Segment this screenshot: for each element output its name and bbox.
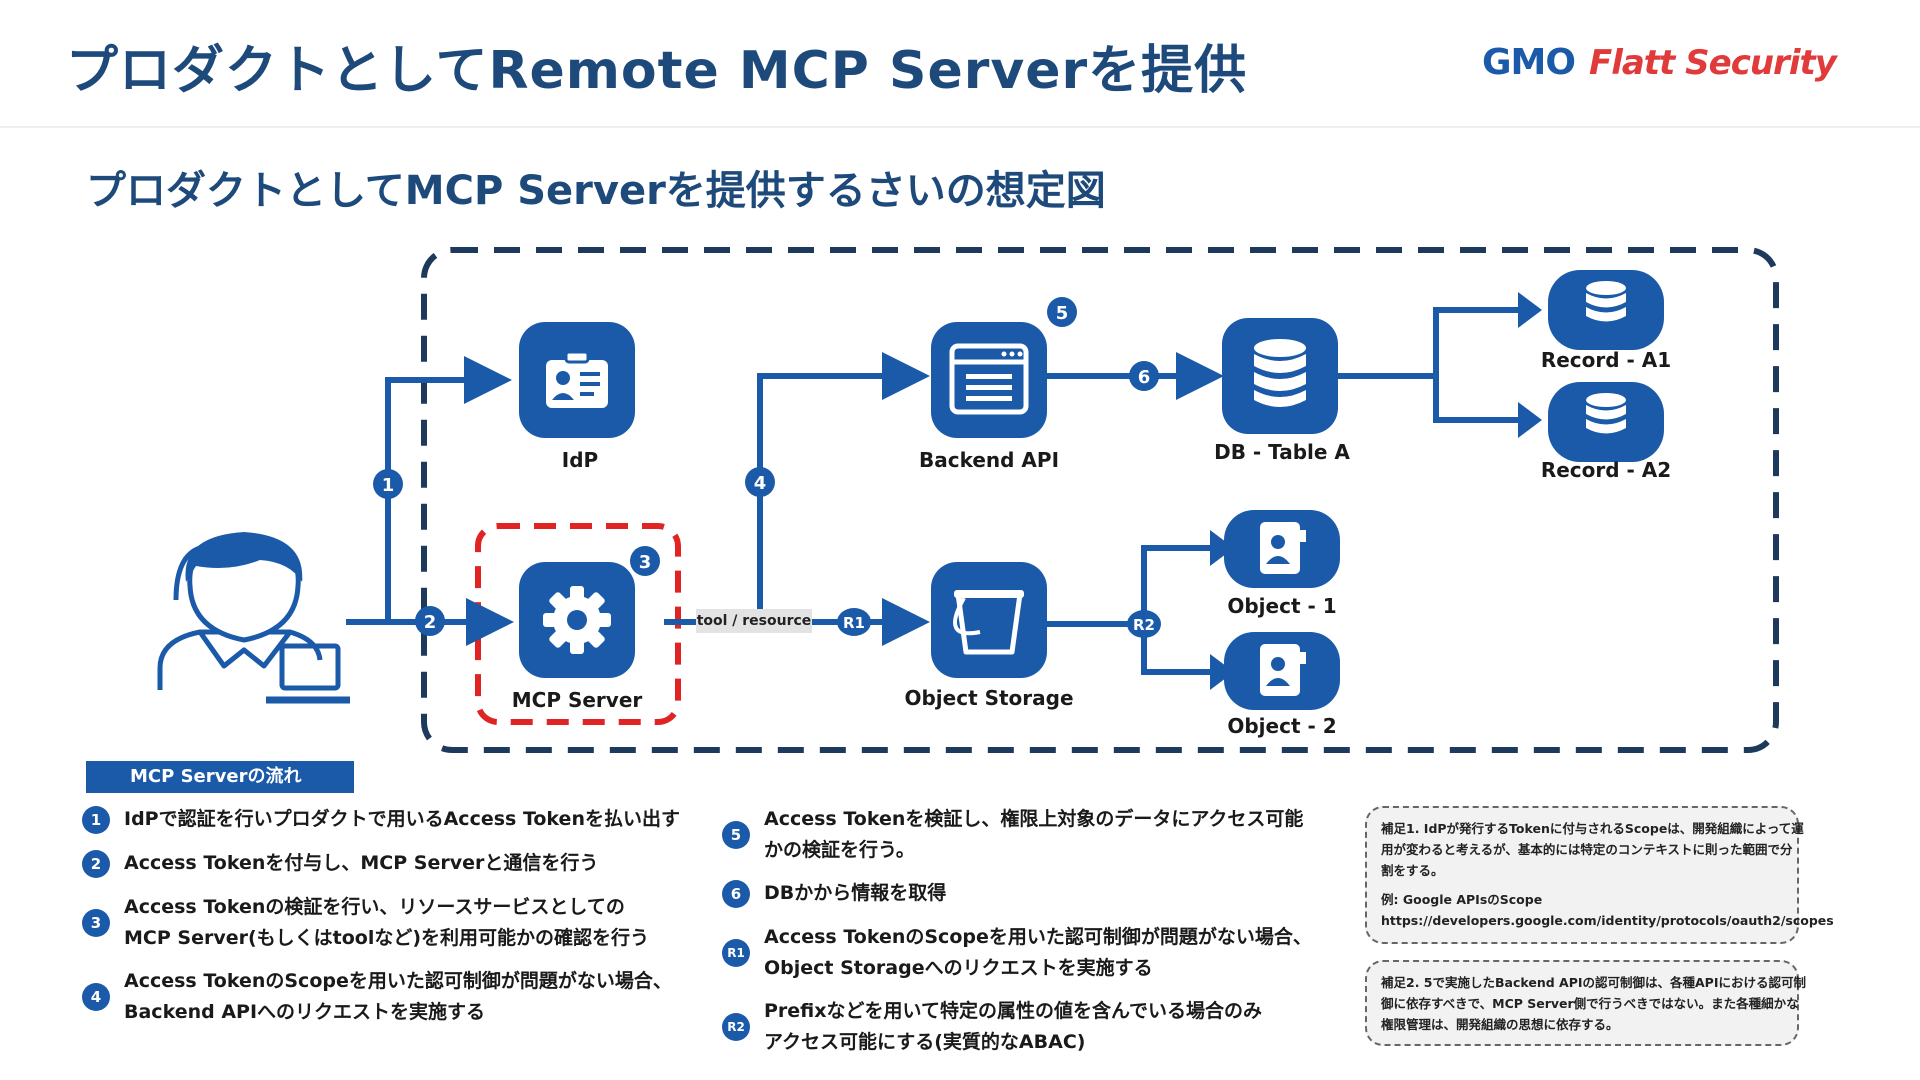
laptop-icon [266,643,350,704]
badge-2: 2 [424,612,437,633]
header-bar: プロダクトとしてRemote MCP Serverを提供 GMO Flatt Se… [0,0,1920,128]
object-1-icon [1224,510,1340,588]
company-logo: GMO Flatt Security [1482,42,1837,83]
step-text: Access Tokenの検証を行い、リソースサービスとしての [124,896,625,918]
flow-step-r2: R2 Prefixなどを用いて特定の属性の値を含んでいる場合のみ アクセス可能に… [722,996,1263,1058]
step-text: IdPで認証を行いプロダクトで用いるAccess Tokenを払い出す [124,808,680,830]
edge-db-to-records [1338,307,1518,423]
step-badge: 5 [722,821,750,849]
step-badge: 3 [82,909,110,937]
step-text: Backend APIへのリクエストを実施する [124,1001,486,1023]
step-text: アクセス可能にする(実質的なABAC) [764,1031,1086,1053]
badge-r2: R2 [1133,616,1155,634]
note-line: 用が変わると考えるが、基本的には特定のコンテキストに則った範囲で分 [1381,842,1793,857]
step-text: Access Tokenを検証し、権限上対象のデータにアクセス可能 [764,808,1304,830]
flow-step-r1: R1 Access TokenのScopeを用いた認可制御が問題がない場合、 O… [722,922,1312,984]
badge-4: 4 [754,473,767,494]
badge-3: 3 [639,552,652,573]
step-text: Access TokenのScopeを用いた認可制御が問題がない場合、 [764,926,1312,948]
step-text: Access Tokenを付与し、MCP Serverと通信を行う [124,852,599,874]
step-text: Prefixなどを用いて特定の属性の値を含んでいる場合のみ [764,1000,1263,1022]
step-text: Object Storageへのリクエストを実施する [764,957,1153,979]
flow-step-5: 5 Access Tokenを検証し、権限上対象のデータにアクセス可能 かの検証… [722,804,1304,866]
note-line: 権限管理は、開発組織の思想に依存する。 [1381,1017,1619,1032]
label-record-a1: Record - A1 [1540,348,1672,372]
label-mcp-server: MCP Server [511,688,643,712]
label-backend-api: Backend API [918,448,1060,472]
note-line: 補足1. IdPが発行するTokenに付与されるScopeは、開発組織によって運 [1381,821,1804,836]
tool-resource-label: tool / resource [696,609,812,633]
step-text: DBかから情報を取得 [764,882,947,904]
record-a2-icon [1548,382,1664,462]
note-line: 割をする。 [1381,863,1444,878]
note-line [1381,881,1783,889]
label-object-2: Object - 2 [1227,714,1337,738]
logo-gmo: GMO [1482,42,1576,83]
record-a1-icon [1548,270,1664,350]
flow-step-3: 3 Access Tokenの検証を行い、リソースサービスとしての MCP Se… [82,892,650,954]
flow-step-1: 1 IdPで認証を行いプロダクトで用いるAccess Tokenを払い出す [82,804,680,835]
flow-section-title: MCP Serverの流れ [86,761,354,793]
step-text: MCP Server(もしくはtoolなど)を利用可能かの確認を行う [124,927,650,949]
flow-step-4: 4 Access TokenのScopeを用いた認可制御が問題がない場合、 Ba… [82,966,672,1028]
note-1: 補足1. IdPが発行するTokenに付与されるScopeは、開発組織によって運… [1365,806,1834,944]
step-badge: R1 [722,939,750,967]
badge-r1: R1 [843,614,865,632]
section-subtitle: プロダクトとしてMCP Serverを提供するさいの想定図 [86,168,1106,214]
edge-badges: 1 2 3 4 5 6 R1 R2 [373,297,1161,638]
badge-5: 5 [1056,303,1069,324]
step-badge: 2 [82,849,110,878]
step-text: Access TokenのScopeを用いた認可制御が問題がない場合、 [124,970,672,992]
note-line: 御に依存すべきで、MCP Server側で行うべきではない。また各種細かな [1381,996,1799,1011]
note-2: 補足2. 5で実施したBackend APIの認可制御は、各種APIにおける認可… [1365,960,1806,1046]
label-record-a2: Record - A2 [1540,458,1672,482]
label-db-table-a: DB - Table A [1214,440,1350,464]
step-badge: 6 [722,879,750,908]
step-badge: R2 [722,1013,750,1041]
note-url: https://developers.google.com/identity/p… [1381,913,1834,928]
step-badge: 4 [82,983,110,1011]
flow-step-6: 6 DBかから情報を取得 [722,878,947,909]
badge-6: 6 [1138,367,1151,388]
database-icon [1222,318,1338,434]
page-title: プロダクトとしてRemote MCP Serverを提供 [66,41,1248,101]
edge-storage-to-objects [1046,545,1210,675]
note-line: 補足2. 5で実施したBackend APIの認可制御は、各種APIにおける認可… [1381,975,1806,990]
gear-icon [519,562,635,678]
object-2-icon [1224,632,1340,710]
badge-1: 1 [382,475,395,496]
bucket-icon [931,562,1047,678]
user-head-icon [185,532,303,643]
system-boundary [421,247,1779,753]
label-object-storage: Object Storage [904,686,1074,710]
edge-mcp-to-backend [757,352,930,622]
label-idp: IdP [561,448,599,472]
label-object-1: Object - 1 [1227,594,1337,618]
note-line: 例: Google APIsのScope [1381,892,1543,907]
flow-step-2: 2 Access Tokenを付与し、MCP Serverと通信を行う [82,848,599,879]
logo-flatt-security: Flatt Security [1588,43,1837,83]
idp-icon [519,322,635,438]
step-badge: 1 [82,805,110,834]
browser-window-icon [931,322,1047,438]
step-text: かの検証を行う。 [764,839,915,861]
edge-user-to-idp [385,356,512,622]
